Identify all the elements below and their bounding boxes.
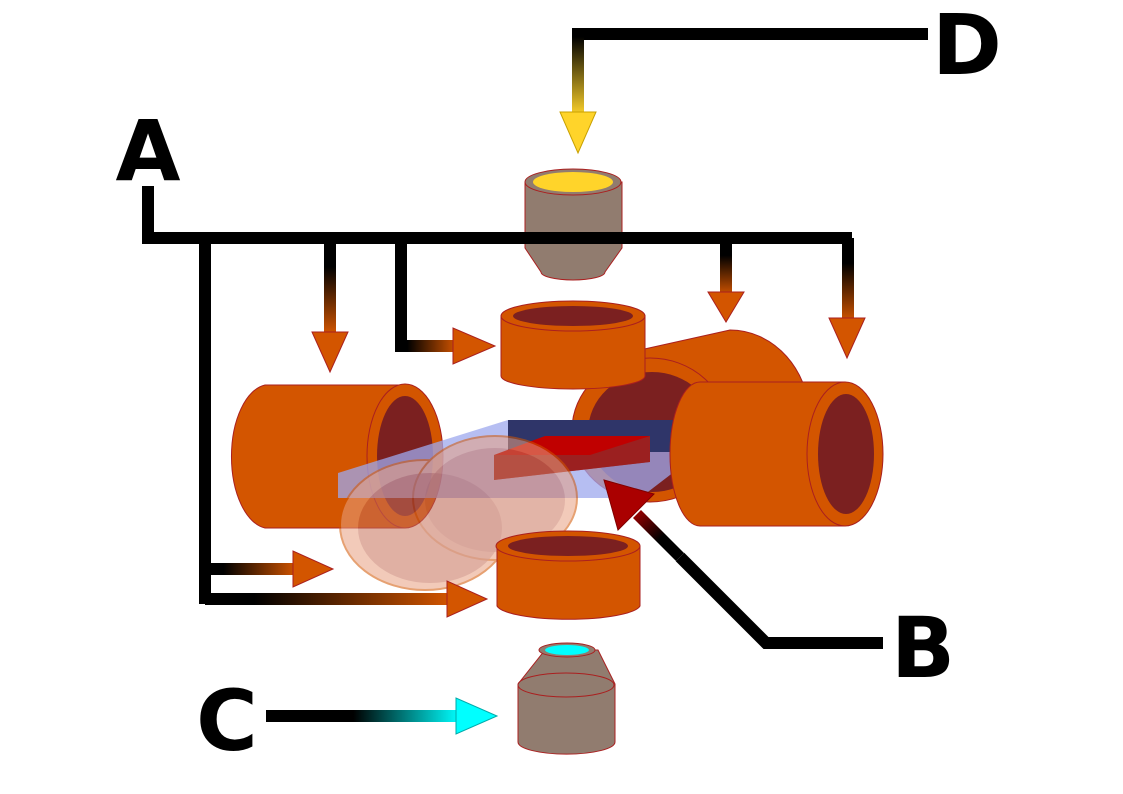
bottom-cone	[517, 642, 616, 755]
label-c: C	[196, 672, 258, 770]
leader-c	[266, 697, 499, 735]
right-coil	[669, 381, 884, 527]
leader-d	[559, 28, 928, 155]
top-coil	[500, 300, 646, 390]
label-d: D	[932, 0, 1002, 94]
label-a: A	[115, 102, 180, 200]
leader-b	[603, 479, 883, 649]
bottom-coil	[495, 530, 641, 620]
label-b: B	[891, 599, 955, 697]
leader-a	[142, 186, 866, 618]
ghost-coil	[339, 435, 578, 591]
top-cone	[524, 168, 623, 281]
